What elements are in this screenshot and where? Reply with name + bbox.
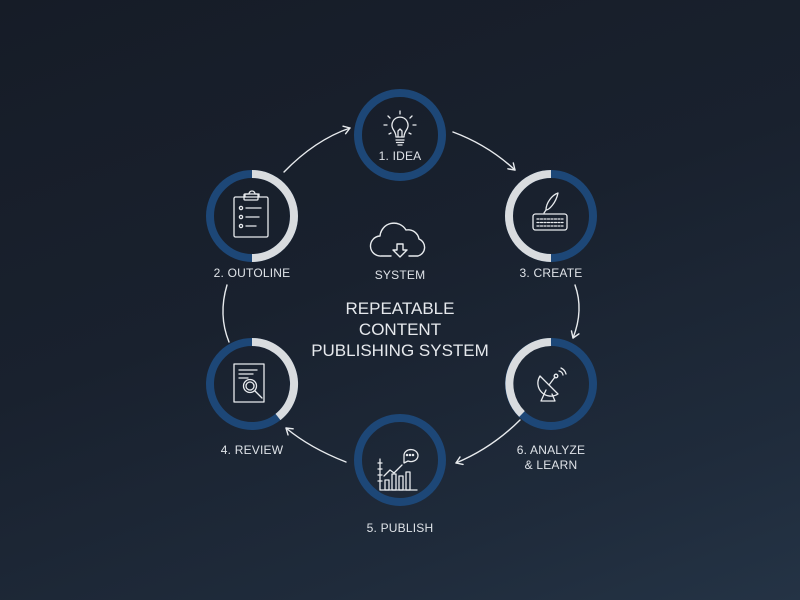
document-magnifier-icon	[233, 363, 265, 403]
arrow-publish-to-review	[285, 427, 347, 463]
step-review-node	[206, 338, 298, 430]
arrow-review-to-outline	[222, 284, 230, 343]
step-analyze-label-line2: & LEARN	[524, 458, 578, 472]
step-idea-node	[354, 89, 446, 181]
satellite-dish-icon	[537, 367, 567, 402]
step-outline-label: 2. OUTOLINE	[213, 266, 291, 280]
step-analyze-node	[505, 338, 597, 430]
arrow-create-to-analyze	[570, 284, 580, 339]
arrow-idea-to-create	[452, 131, 516, 171]
title-line-2: CONTENT	[358, 320, 442, 339]
arrow-outline-to-idea	[283, 125, 351, 173]
step-review-label: 4. REVIEW	[220, 443, 284, 457]
step-create-node	[505, 170, 597, 262]
step-publish-node	[354, 414, 446, 506]
step-outline-node	[206, 170, 298, 262]
step-idea-label: 1. IDEA	[378, 149, 422, 163]
clipboard-checklist-icon	[233, 190, 269, 238]
step-analyze-label: 6. ANALYZE & LEARN	[517, 443, 585, 473]
center-system-label: SYSTEM	[374, 268, 426, 282]
step-create-label: 3. CREATE	[519, 266, 583, 280]
step-publish-label: 5. PUBLISH	[366, 521, 434, 535]
diagram-title: REPEATABLE CONTENT PUBLISHING SYSTEM	[311, 298, 489, 361]
quill-keyboard-icon	[532, 192, 568, 231]
arrow-analyze-to-publish	[455, 419, 521, 466]
cloud-download-icon	[369, 222, 426, 258]
title-line-3: PUBLISHING SYSTEM	[311, 341, 489, 360]
step-analyze-label-line1: 6. ANALYZE	[516, 443, 586, 457]
title-line-1: REPEATABLE	[345, 299, 455, 318]
chart-chat-icon	[377, 448, 419, 491]
lightbulb-icon	[383, 110, 417, 146]
